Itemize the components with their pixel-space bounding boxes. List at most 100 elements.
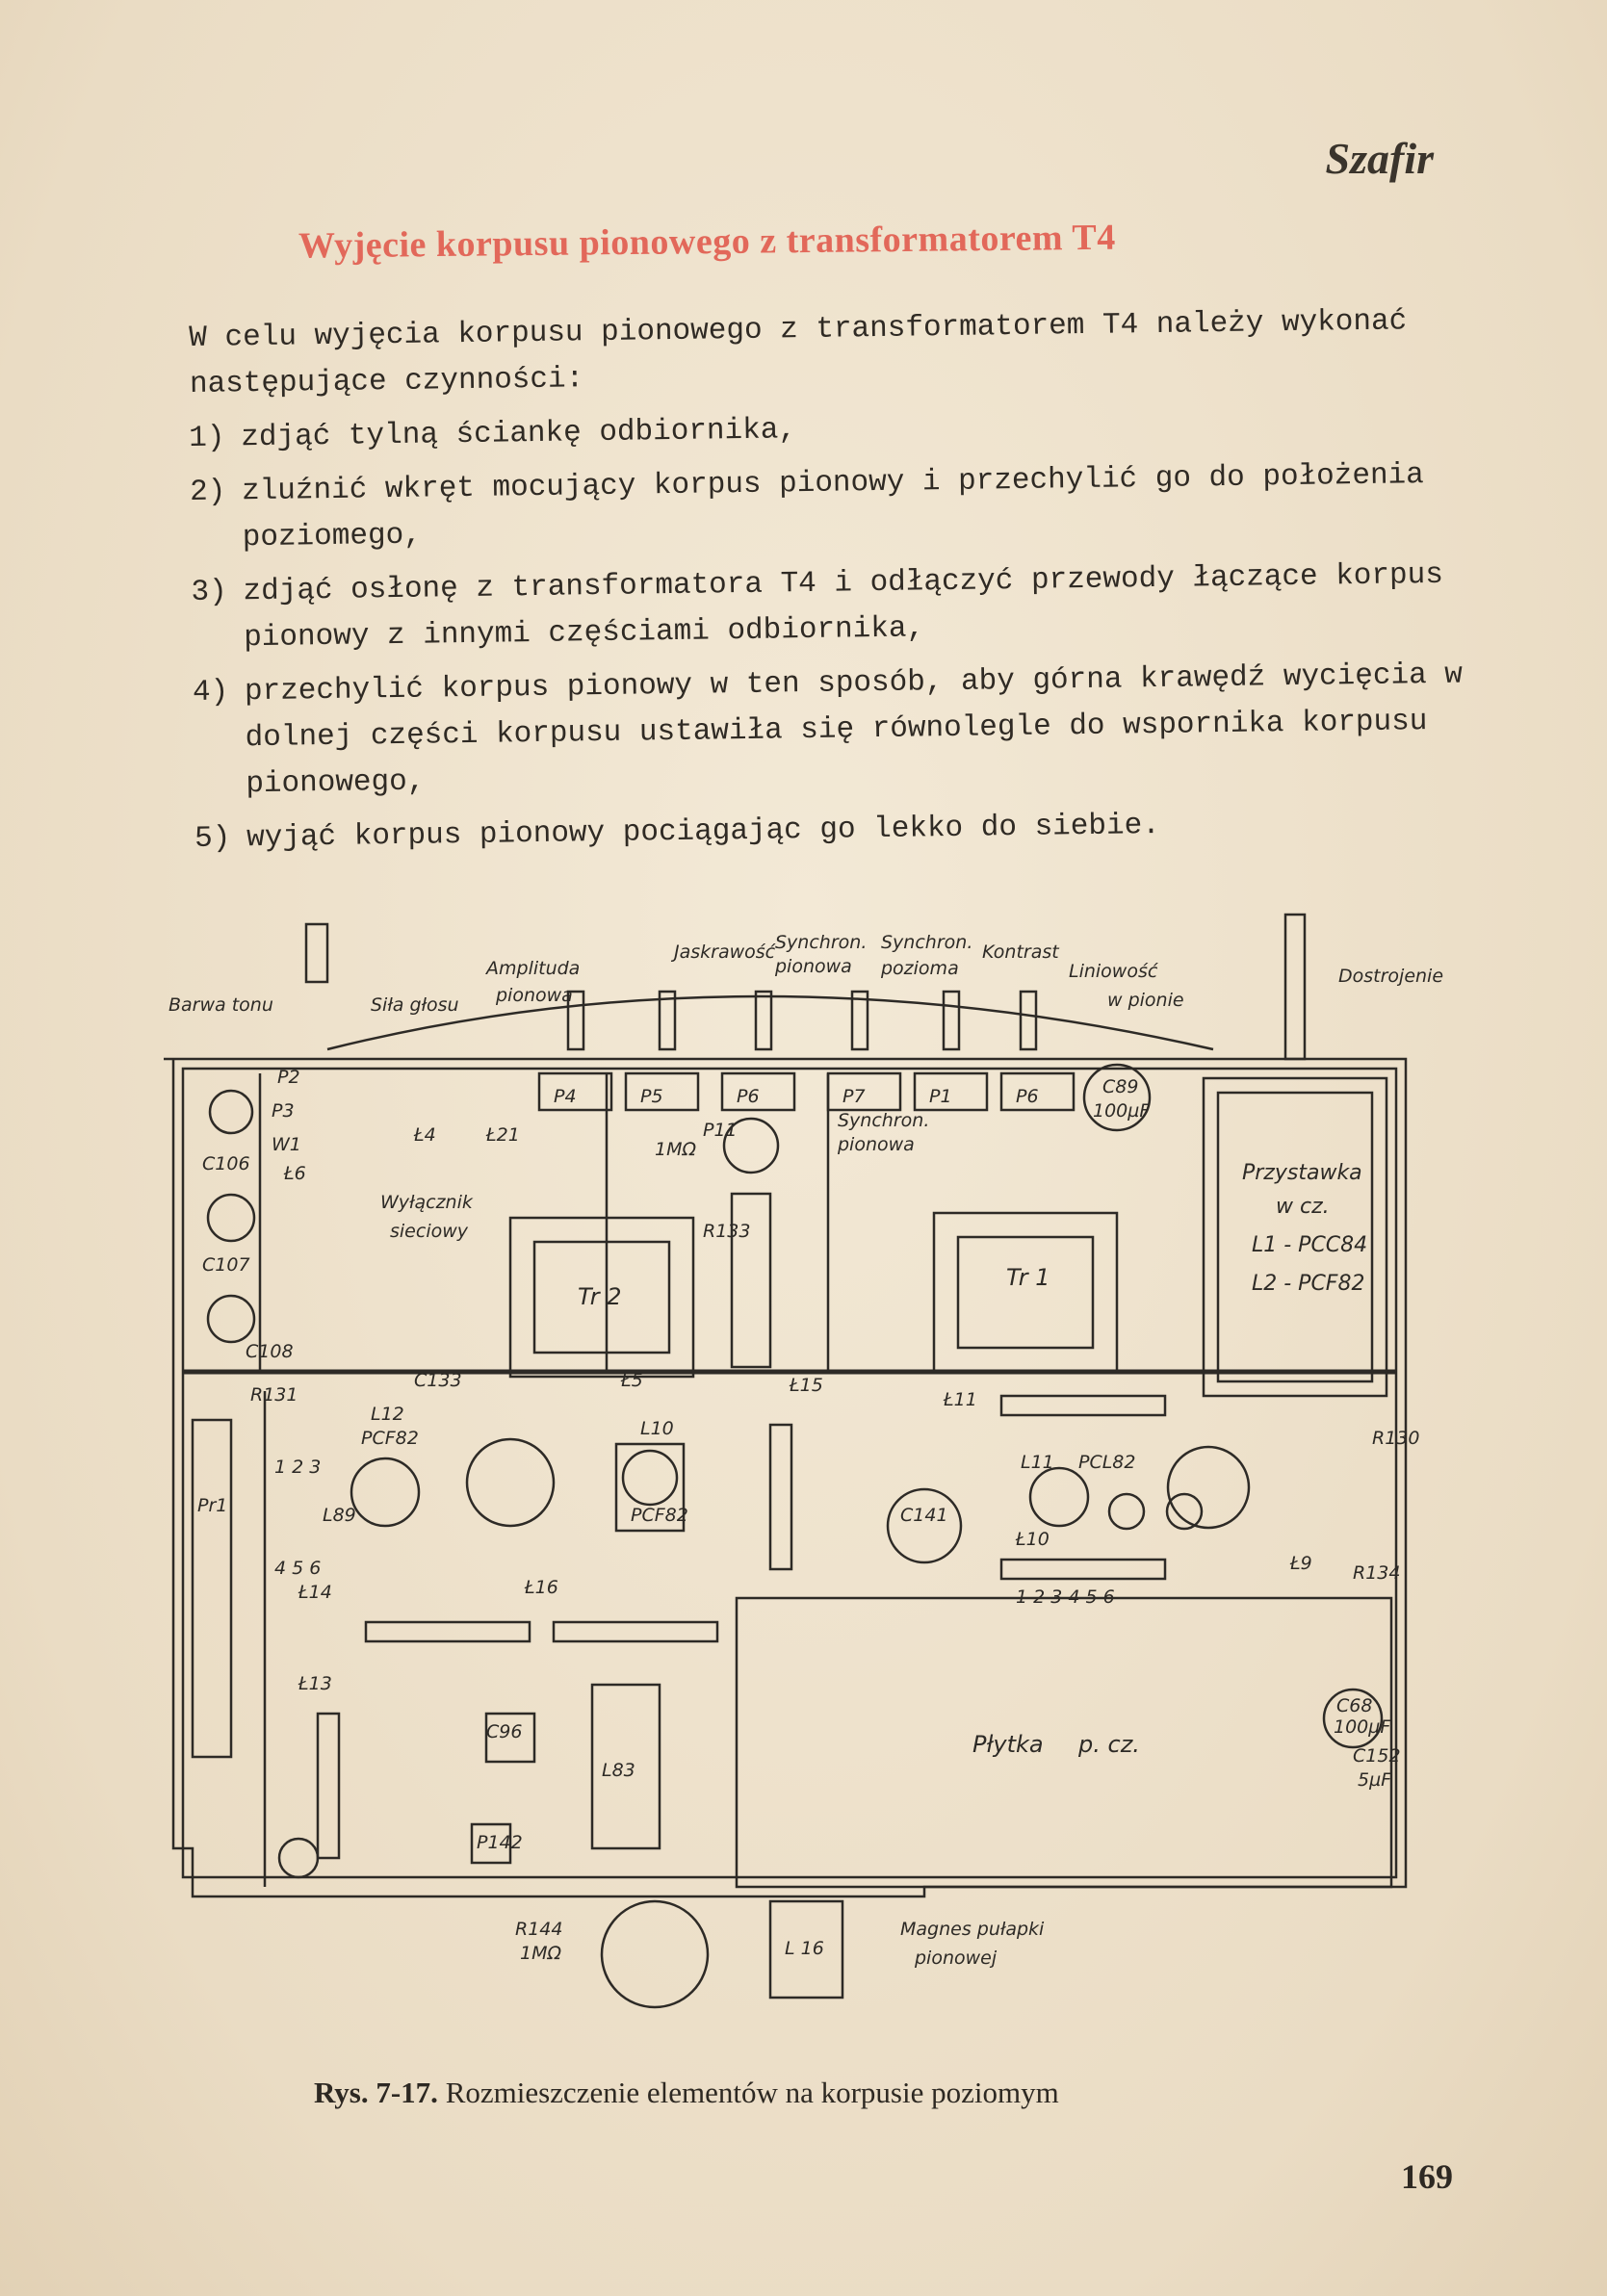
- label-synchron-1: Synchron.: [775, 932, 867, 953]
- tube-socket-l12: [350, 1457, 421, 1528]
- label-p1: P1: [929, 1086, 952, 1107]
- label-l89: L89: [323, 1505, 356, 1526]
- list-item: 3) zdjąć osłonę z transformatora T4 i od…: [191, 553, 1463, 662]
- tuner-box: [1202, 1076, 1388, 1398]
- label-1mohm: 1MΩ: [655, 1139, 696, 1160]
- label-c106: C106: [202, 1153, 250, 1174]
- label-p6: P6: [737, 1086, 760, 1107]
- label-pr1: Pr1: [197, 1495, 227, 1516]
- label-c89: C89: [1102, 1076, 1138, 1097]
- label-pcf82-a: PCF82: [361, 1428, 419, 1449]
- coil-strip-l13: [316, 1712, 341, 1860]
- transformer-tr2-core: [532, 1240, 671, 1354]
- label-c107: C107: [202, 1254, 250, 1276]
- label-p142: P142: [477, 1832, 523, 1853]
- running-header: Szafir: [1325, 134, 1434, 183]
- step-number: 1): [189, 421, 225, 455]
- step-number: 5): [194, 821, 231, 856]
- label-r131: R131: [250, 1384, 298, 1406]
- label-c152: C152: [1353, 1745, 1401, 1767]
- label-c141: C141: [900, 1505, 948, 1526]
- coil-strip-l14: [364, 1620, 531, 1643]
- label-r144: R144: [515, 1919, 562, 1940]
- label-sila-glosu: Siła głosu: [371, 994, 459, 1016]
- dostrojenie-knob: [1283, 913, 1307, 1061]
- label-1-2-3: 1 2 3: [274, 1457, 321, 1478]
- tube-socket-empty: [465, 1437, 556, 1528]
- pot-p11: [722, 1117, 780, 1174]
- chassis-outline: [164, 1057, 1408, 1898]
- label-l14: Ł14: [298, 1582, 332, 1603]
- step-text: przechylić korpus pionowy w ten sposób, …: [244, 658, 1464, 802]
- resistor-r133: [730, 1192, 772, 1369]
- label-amplituda: Amplituda: [484, 958, 580, 979]
- label-p7: P7: [842, 1086, 866, 1107]
- pot-p7: [826, 1071, 902, 1112]
- diagram-svg: Barwa tonu Siła głosu Amplituda pionowa …: [164, 913, 1443, 2009]
- label-p4: P4: [554, 1086, 577, 1107]
- coil-strip-l10: [999, 1558, 1167, 1581]
- label-dostrojenie: Dostrojenie: [1338, 966, 1443, 987]
- pot-p6: [999, 1071, 1076, 1112]
- capacitor-c89: [1082, 1063, 1152, 1132]
- label-magnes-2: pionowej: [914, 1948, 998, 1969]
- label-pionowa-2: pionowa: [774, 956, 852, 977]
- socket-c107: [206, 1294, 256, 1344]
- top-arc: [326, 994, 1214, 1051]
- label-l16b: L 16: [785, 1938, 824, 1959]
- label-l4: Ł4: [413, 1124, 436, 1146]
- label-p11: P11: [703, 1120, 738, 1141]
- label-pcz: p. cz.: [1077, 1731, 1140, 1758]
- label-sieciowy: sieciowy: [390, 1221, 469, 1242]
- label-l12: L12: [371, 1404, 404, 1425]
- tuner-box-inner: [1216, 1091, 1374, 1383]
- label-l21: Ł21: [485, 1124, 520, 1146]
- label-pcf82-b: PCF82: [631, 1505, 688, 1526]
- socket-c106: [206, 1193, 256, 1243]
- list-item: 2) zluźnić wkręt mocujący korpus pionowy…: [190, 452, 1462, 562]
- label-c152-val: 5µF: [1358, 1769, 1392, 1791]
- page-number: 169: [1401, 2157, 1453, 2196]
- synchron-pozioma-knob: [850, 990, 869, 1051]
- transformer-tr2: [508, 1216, 695, 1379]
- chassis-layout-diagram: Barwa tonu Siła głosu Amplituda pionowa …: [154, 886, 1473, 2041]
- transformer-tr1: [932, 1211, 1119, 1374]
- synchron-pionowa-knob: [754, 990, 773, 1051]
- label-l83: L83: [602, 1760, 635, 1781]
- label-l15: Ł15: [789, 1375, 823, 1396]
- step-text: zdjąć osłonę z transformatora T4 i odłąc…: [243, 557, 1444, 656]
- label-r134: R134: [1353, 1562, 1400, 1584]
- label-l5: Ł5: [620, 1370, 643, 1391]
- pr1-bracket: [191, 1418, 233, 1759]
- label-jaskrawosc: Jaskrawość: [670, 942, 777, 963]
- pot-p5b: [720, 1071, 796, 1112]
- label-wylacznik: Wyłącznik: [380, 1192, 474, 1213]
- label-liniowosc: Liniowość: [1069, 961, 1159, 982]
- tube-socket-l11: [1028, 1466, 1090, 1528]
- barwa-tonu-knob: [304, 922, 329, 984]
- coil-strip-l16: [552, 1620, 719, 1643]
- label-r133: R133: [703, 1221, 750, 1242]
- pot-p142: [470, 1822, 512, 1865]
- label-l11b: L11: [1021, 1452, 1054, 1473]
- step-text: wyjąć korpus pionowy pociągając go lekko…: [246, 808, 1161, 856]
- label-pionowa: pionowa: [495, 985, 573, 1006]
- caption-text: Rozmieszczenie elementów na korpusie poz…: [445, 2076, 1059, 2109]
- pot-p5: [624, 1071, 700, 1112]
- caption-label: Rys. 7-17.: [314, 2076, 438, 2109]
- mount-hole: [277, 1837, 320, 1879]
- label-l10b: Ł10: [1015, 1529, 1050, 1550]
- label-r144-val: 1MΩ: [520, 1943, 561, 1964]
- label-magnes-1: Magnes pułapki: [900, 1919, 1045, 1940]
- list-item: 4) przechylić korpus pionowy w ten sposó…: [193, 653, 1465, 809]
- label-synchron-pionowa-2: pionowa: [837, 1134, 915, 1155]
- pot-p1: [913, 1071, 989, 1112]
- socket-round-1: [1107, 1492, 1146, 1531]
- label-4-5-6: 4 5 6: [274, 1558, 321, 1579]
- pot-p4: [537, 1071, 613, 1112]
- if-board: [735, 1596, 1393, 1889]
- label-barwa-tonu: Barwa tonu: [168, 994, 273, 1016]
- tube-l10-pins: [621, 1449, 679, 1507]
- transformer-tr1-core: [956, 1235, 1095, 1350]
